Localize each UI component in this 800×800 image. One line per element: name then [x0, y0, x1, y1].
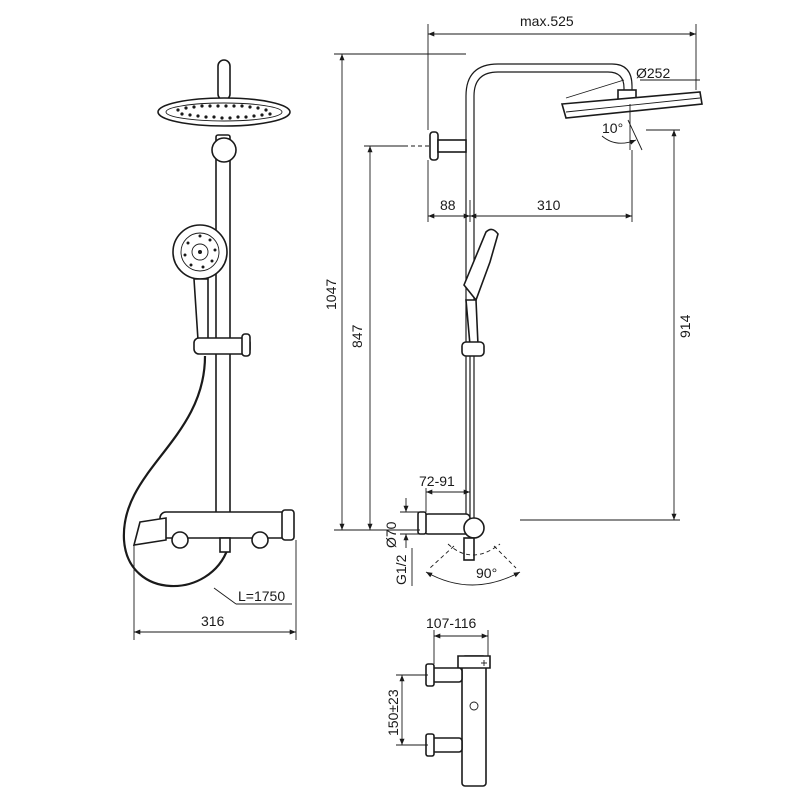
- front-view: 316 L=1750: [122, 59, 297, 640]
- hose-length-label: L=1750: [238, 588, 285, 604]
- riser-side: [465, 63, 633, 520]
- head-height-label: 914: [677, 314, 693, 338]
- mixer-side: [417, 511, 485, 561]
- wall-offset-label: 88: [440, 197, 456, 213]
- hand-shower-side: [461, 228, 499, 357]
- handle-rotation-label: 90°: [476, 565, 497, 581]
- total-height-label: 1047: [323, 279, 339, 310]
- thermostatic-mixer-front: [132, 509, 295, 553]
- connection-diameter-label: Ø70: [383, 521, 399, 548]
- wall-bracket-side: [429, 131, 439, 161]
- inlet-spacing-label: 150±23: [385, 689, 401, 736]
- mixer-width-label: 316: [201, 613, 225, 629]
- bar-height-label: 847: [349, 324, 365, 348]
- hand-shower-front: [172, 224, 228, 341]
- side-view: 10° 90° Ø70 G1/2 72-: [323, 13, 703, 586]
- upper-holder: [211, 137, 237, 163]
- tilt-angle-label: 10°: [602, 120, 623, 136]
- body-depth-label: 107-116: [426, 615, 477, 631]
- shower-arm-stub: [217, 59, 231, 101]
- centers-range-label: 72-91: [419, 473, 455, 489]
- head-shower-front: [157, 97, 291, 127]
- head-diameter-label: Ø252: [636, 65, 670, 81]
- thread-label: G1/2: [393, 554, 409, 585]
- arm-length-label: 310: [537, 197, 561, 213]
- riser-rail: [215, 134, 231, 516]
- shower-hose: [122, 355, 230, 588]
- mixer-rear-view: 107-116 150±23: [385, 615, 491, 787]
- max-reach-label: max.525: [520, 13, 574, 29]
- head-shower-side: [560, 89, 703, 119]
